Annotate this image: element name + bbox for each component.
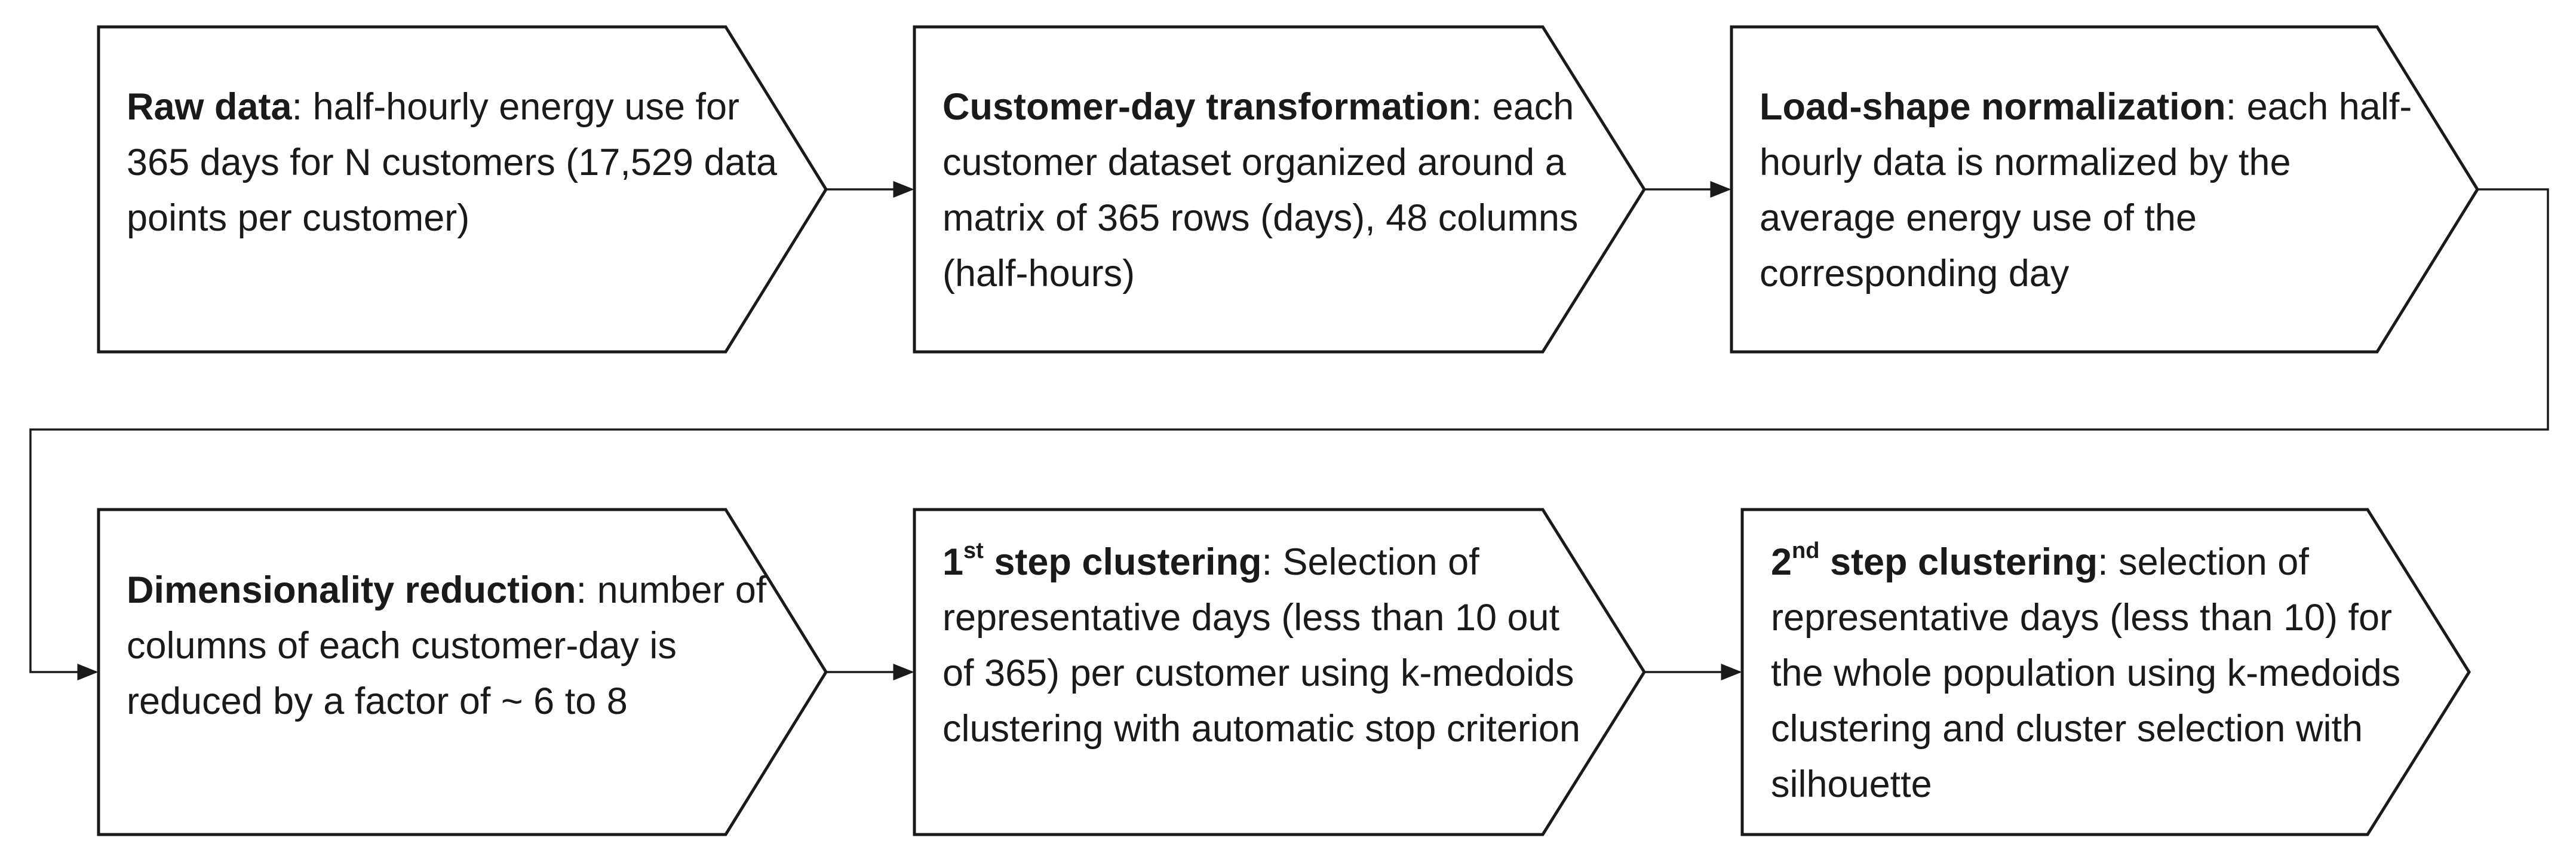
step-text-first-step-clustering: 1st step clustering: Selection of repres… — [942, 535, 1594, 757]
step-title-separator: : — [2225, 86, 2237, 128]
step-text-second-step-clustering: 2nd step clustering: selection of repres… — [1771, 535, 2422, 812]
step-text-load-shape-normalization: Load-shape normalization: each half-hour… — [1760, 79, 2423, 302]
step-title-number: 1 — [942, 541, 964, 583]
step-box-customer-day-transformation — [913, 25, 1646, 354]
step-box-load-shape-normalization — [1730, 25, 2479, 354]
step-title-dimensionality-reduction: Dimensionality reduction — [127, 569, 576, 611]
step-title-second-step-clustering: 2nd step clustering — [1771, 538, 2098, 583]
step-body-load-shape-normalization: each half-hourly data is normalized by t… — [1760, 86, 2412, 295]
step-text-customer-day-transformation: Customer-day transformation: each custom… — [942, 79, 1594, 302]
step-text-raw-data: Raw data: half-hourly energy use for 365… — [127, 79, 778, 246]
step-title-raw-data: Raw data — [127, 86, 292, 128]
step-body-customer-day-transformation: each customer dataset organized around a… — [942, 86, 1579, 295]
step-title-separator: : — [1471, 86, 1482, 128]
step-title-ordinal-suffix: nd — [1792, 538, 1820, 563]
step-title-rest: step clustering — [1830, 541, 2098, 583]
step-box-second-step-clustering — [1740, 508, 2471, 836]
step-title-customer-day-transformation: Customer-day transformation — [942, 86, 1472, 128]
step-body-first-step-clustering: Selection of representative days (less t… — [942, 541, 1580, 750]
step-title-rest: step clustering — [994, 541, 1262, 583]
step-box-first-step-clustering — [913, 508, 1646, 836]
step-title-separator: : — [576, 569, 587, 611]
connector-arrow-3-to-4 — [29, 188, 2549, 680]
step-body-dimensionality-reduction: number of columns of each customer-day i… — [127, 569, 767, 722]
step-body-second-step-clustering: selection of representative days (less t… — [1771, 541, 2401, 805]
step-title-ordinal-suffix: st — [963, 538, 984, 563]
step-box-raw-data — [97, 25, 828, 354]
step-title-separator: : — [2098, 541, 2108, 583]
step-box-dimensionality-reduction — [97, 508, 828, 836]
step-body-raw-data: half-hourly energy use for 365 days for … — [127, 86, 778, 239]
step-title-number: 2 — [1771, 541, 1792, 583]
step-title-first-step-clustering: 1st step clustering — [942, 538, 1262, 583]
step-title-separator: : — [291, 86, 303, 128]
step-text-dimensionality-reduction: Dimensionality reduction: number of colu… — [127, 563, 778, 729]
step-title-load-shape-normalization: Load-shape normalization — [1760, 86, 2226, 128]
step-title-separator: : — [1261, 541, 1272, 583]
